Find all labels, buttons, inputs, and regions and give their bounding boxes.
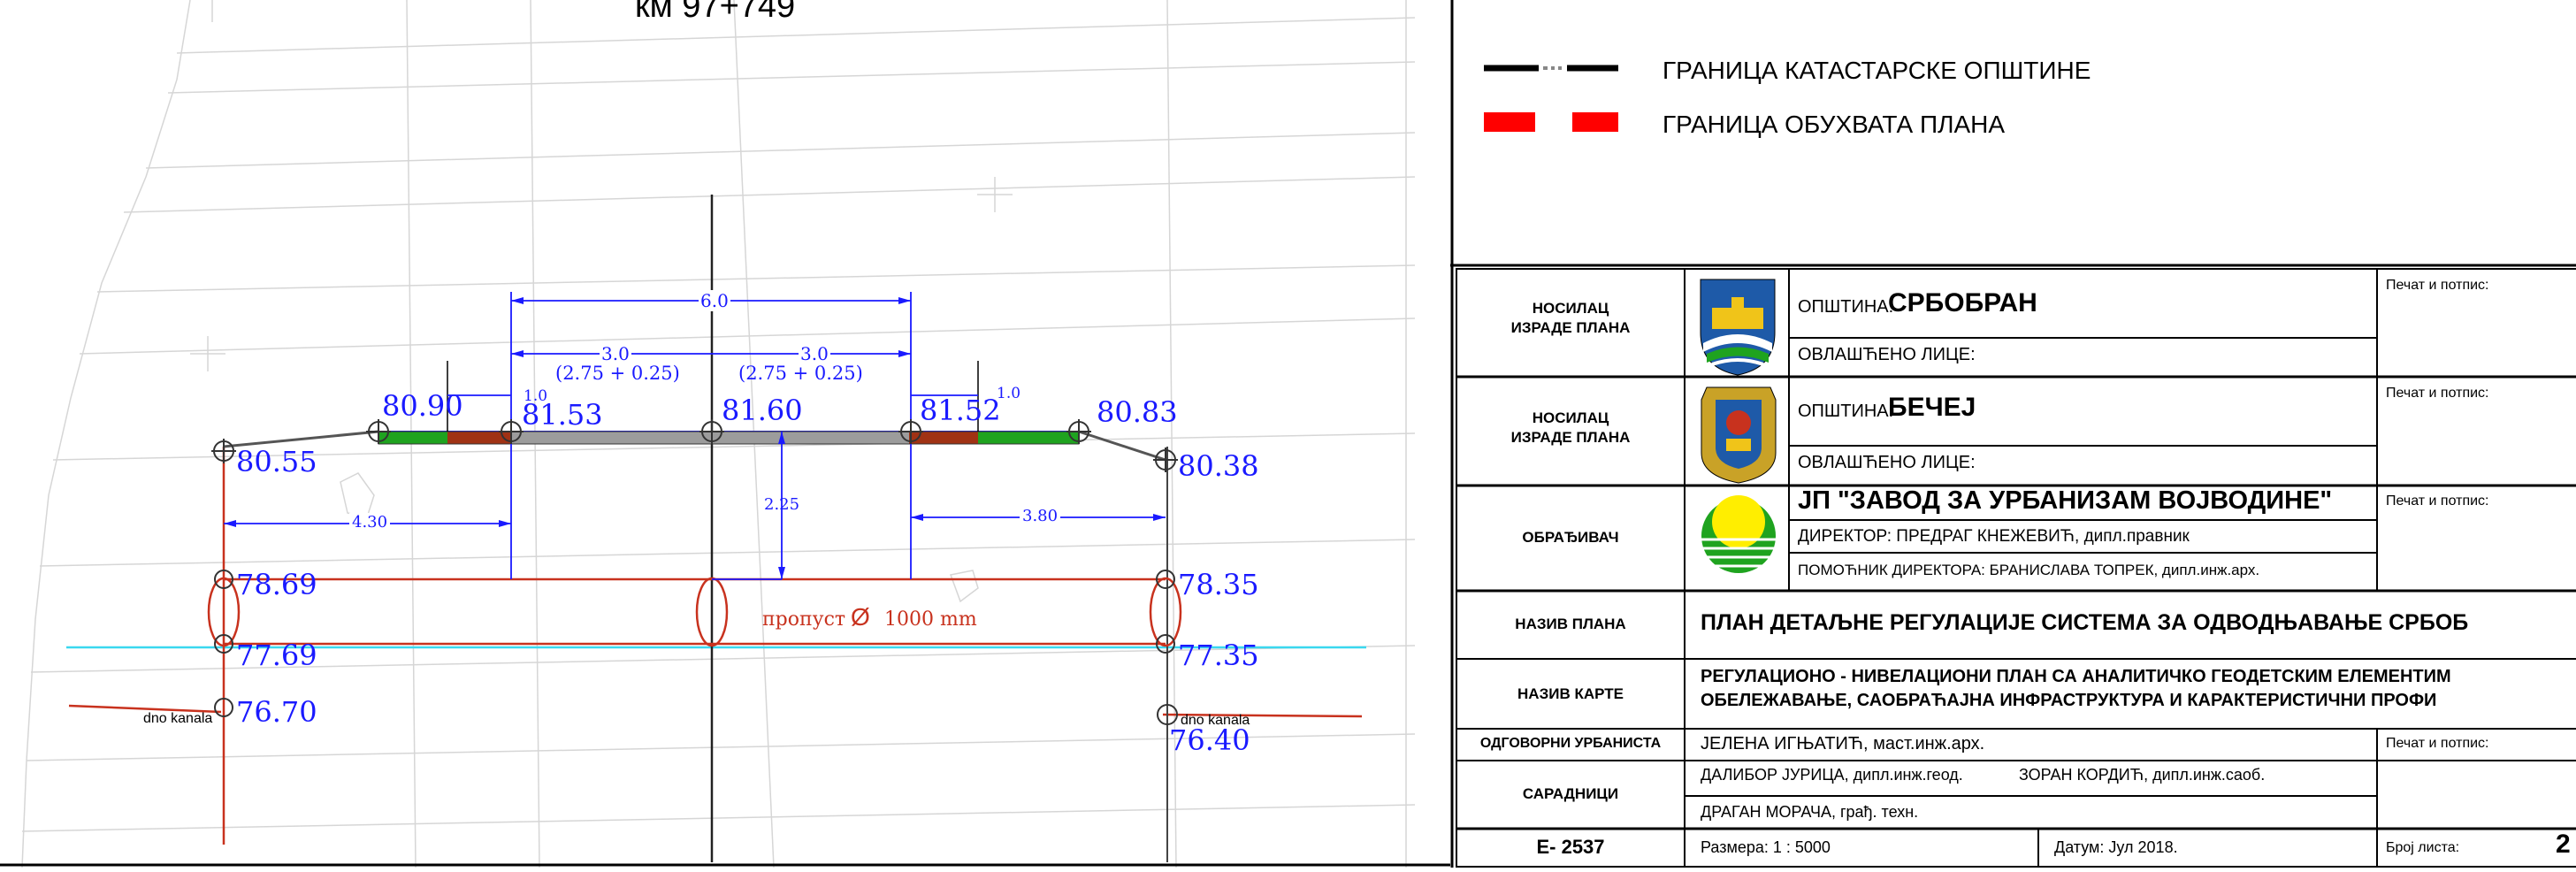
r1-stamp-label: Печат и потпис:: [2386, 278, 2489, 293]
dim-left-shoulder: 1.0: [524, 387, 548, 405]
r1-authorized-person: ОВЛАШЋЕНО ЛИЦЕ:: [1798, 345, 1976, 364]
canal-bottom-right: [1162, 713, 1363, 718]
elev-80-55: 80.55: [236, 445, 317, 478]
responsible-name: ЈЕЛЕНА ИГЊАТИЋ, маст.инж.арх.: [1701, 734, 1985, 753]
legend-symbols: [1484, 65, 1618, 132]
cross-section-svg: [0, 0, 1450, 868]
elev-81-60: 81.60: [722, 394, 803, 427]
zavod-logo: [1701, 495, 1776, 573]
r1-label: НОСИЛАЦ ИЗРАДЕ ПЛАНА: [1510, 300, 1631, 336]
r2-authorized-person: ОВЛАШЋЕНО ЛИЦЕ:: [1798, 453, 1976, 472]
elev-77-69: 77.69: [236, 639, 317, 672]
drawing-code: Е- 2537: [1536, 836, 1605, 858]
dim-right-shoulder: 1.0: [997, 385, 1021, 402]
dim-total: 6.0: [699, 290, 730, 311]
elev-77-35: 77.35: [1178, 639, 1259, 672]
dim-depth: 2.25: [764, 495, 800, 514]
collaborator-2: ЗОРАН КОРДИЋ, дипл.инж.саоб.: [2019, 766, 2266, 784]
culvert-diameter-symbol: Ø: [851, 603, 870, 631]
station-label: км 97+749: [635, 0, 796, 25]
elev-78-35: 78.35: [1178, 568, 1259, 601]
map-name-line1: РЕГУЛАЦИОНО - НИВЕЛАЦИОНИ ПЛАН СА АНАЛИТ…: [1701, 667, 2451, 686]
plan-name: ПЛАН ДЕТАЉНЕ РЕГУЛАЦИЈЕ СИСТЕМА ЗА ОДВОД…: [1701, 610, 2469, 635]
dim-left-offset: 4.30: [349, 513, 391, 532]
canal-bottom-left-label: dno kanala: [143, 711, 213, 726]
title-block: НОСИЛАЦ ИЗРАДЕ ПЛАНА ОПШТИНА: СРБОБРАН О…: [1450, 265, 2576, 868]
r2-municipality-prefix: ОПШТИНА:: [1798, 402, 1894, 421]
elev-76-40: 76.40: [1169, 723, 1250, 757]
elev-81-53: 81.53: [522, 398, 603, 432]
r3-stamp-label: Печат и потпис:: [2386, 493, 2489, 509]
elev-78-69: 78.69: [236, 568, 317, 601]
dim-right-half: 3.0: [799, 343, 830, 364]
legend-cadastral-label: ГРАНИЦА КАТАСТАРСКЕ ОПШТИНЕ: [1663, 57, 2091, 84]
elev-76-70: 76.70: [236, 695, 317, 729]
elev-80-38: 80.38: [1178, 449, 1259, 483]
map-name-line2: ОБЕЛЕЖАВАЊЕ, САОБРАЋАЈНА ИНФРАСТРУКТУРА …: [1701, 691, 2437, 710]
r3-label: ОБРАЂИВАЧ: [1522, 529, 1619, 546]
dimension-arrows: [224, 297, 1166, 579]
title-block-grid: [1456, 268, 2576, 868]
dim-left-half: 3.0: [600, 343, 631, 364]
collaborator-1: ДАЛИБОР ЈУРИЦА, дипл.инж.геод.: [1701, 766, 1963, 784]
becej-coat-of-arms: [1701, 386, 1777, 484]
r2-stamp-label: Печат и потпис:: [2386, 386, 2489, 401]
cadastral-background: [21, 0, 1416, 868]
legend: ГРАНИЦА КАТАСТАРСКЕ ОПШТИНЕ ГРАНИЦА ОБУХ…: [1450, 0, 2576, 265]
road-surface: [223, 361, 1166, 462]
srbobran-coat-of-arms: [1700, 279, 1776, 376]
survey-points: [211, 419, 1178, 725]
scale: Размера: 1 : 5000: [1701, 838, 1831, 856]
dim-right-formula: (2.75 + 0.25): [738, 363, 863, 384]
r3-director: ДИРЕКТОР: ПРЕДРАГ КНЕЖЕВИЋ, дипл.правник: [1798, 527, 2190, 546]
elev-80-90: 80.90: [382, 389, 463, 423]
collaborator-3: ДРАГАН МОРАЧА, грађ. техн.: [1701, 803, 1919, 821]
plan-name-label: НАЗИВ ПЛАНА: [1515, 616, 1626, 632]
elev-80-83: 80.83: [1097, 395, 1178, 429]
elev-81-52: 81.52: [920, 394, 1001, 427]
dim-left-formula: (2.75 + 0.25): [555, 363, 680, 384]
responsible-stamp-label: Печат и потпис:: [2386, 736, 2489, 751]
legend-plan-border-label: ГРАНИЦА ОБУХВАТА ПЛАНА: [1663, 111, 2006, 138]
canal-bottom-left: [68, 704, 222, 714]
date: Датум: Јул 2018.: [2054, 838, 2178, 856]
r2-label: НОСИЛАЦ ИЗРАДЕ ПЛАНА: [1510, 409, 1631, 446]
r3-organization: ЈП "ЗАВОД ЗА УРБАНИЗАМ ВОЈВОДИНЕ": [1798, 486, 2333, 515]
culvert-size: 1000 mm: [884, 608, 977, 631]
r3-assistant: ПОМОЋНИК ДИРЕКТОРА: БРАНИСЛАВА ТОПРЕК, д…: [1798, 562, 2260, 578]
sheet-number: 2: [2556, 830, 2571, 859]
responsible-label: ОДГОВОРНИ УРБАНИСТА: [1479, 736, 1662, 751]
culvert-pipe: [207, 447, 1182, 845]
r1-municipality-prefix: ОПШТИНА:: [1798, 297, 1894, 317]
r2-municipality: БЕЧЕЈ: [1888, 393, 1976, 422]
r1-municipality: СРБОБРАН: [1888, 288, 2037, 317]
culvert-label: пропуст: [762, 608, 846, 631]
collaborators-label: САРАДНИЦИ: [1522, 785, 1619, 802]
canal-bottom-right-label: dno kanala: [1181, 713, 1250, 728]
sheet-number-label: Број листа:: [2386, 840, 2460, 855]
cross-section-drawing: км 97+749 6.0 3.0 3.0 (2.75 + 0.25) (2.7…: [0, 0, 1450, 868]
dim-right-offset: 3.80: [1020, 507, 1061, 525]
map-name-label: НАЗИВ КАРТЕ: [1517, 685, 1624, 702]
